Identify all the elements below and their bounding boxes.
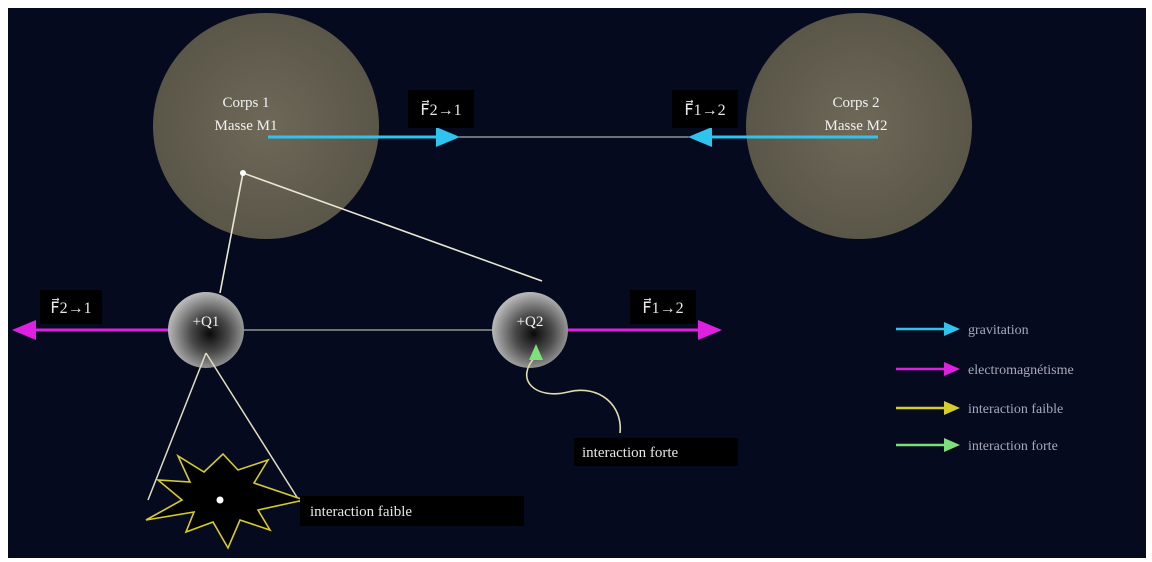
force-label-em-2-on-1: F⃗2→1 xyxy=(50,297,91,317)
weak-cone-left xyxy=(147,352,207,501)
em-arrowhead-on-q2 xyxy=(698,320,722,340)
body-1-name: Corps 1 xyxy=(222,95,269,111)
force-label-box-em2 xyxy=(40,290,102,324)
legend-arrow-forte xyxy=(944,438,960,452)
diagram-canvas: Corps 1 Masse M1 Corps 2 Masse M2 F⃗2→1 … xyxy=(8,8,1146,558)
link-line-body1-q2 xyxy=(242,172,543,282)
force-label-box-grav1 xyxy=(408,90,474,128)
strong-interaction-curve xyxy=(525,355,621,434)
legend-arrow-faible xyxy=(944,401,960,415)
charge-q1-sphere xyxy=(168,292,244,368)
body-1-mass: Masse M1 xyxy=(215,118,278,134)
weak-interaction-burst xyxy=(145,452,307,550)
charge-q2-sphere xyxy=(492,292,568,368)
strong-arrowhead xyxy=(529,344,543,360)
body-2-name: Corps 2 xyxy=(832,95,879,111)
force-label-box-em1 xyxy=(630,290,696,324)
legend-label-gravitation: gravitation xyxy=(968,323,1029,338)
weak-burst-core xyxy=(216,496,224,504)
body-2-mass: Masse M2 xyxy=(825,118,888,134)
force-label-grav-1-on-2: F⃗1→2 xyxy=(684,99,725,119)
force-label-em-1-on-2: F⃗1→2 xyxy=(642,297,683,317)
legend-arrow-electromagnetisme xyxy=(944,362,960,376)
legend-label-electromagnetisme: electromagnétisme xyxy=(968,363,1074,378)
annotation-interaction-forte: interaction forte xyxy=(582,445,679,461)
body-2-circle xyxy=(746,13,972,239)
link-line-body1-q1 xyxy=(219,172,244,294)
gravitation-arrowhead-on-body1 xyxy=(436,127,460,147)
legend-label-interaction-forte: interaction forte xyxy=(968,439,1058,454)
legend-arrow-gravitation xyxy=(944,322,960,336)
weak-cone-right xyxy=(205,352,301,503)
gravitation-arrowhead-on-body2 xyxy=(688,127,712,147)
annotation-box-faible xyxy=(300,496,524,526)
force-label-box-grav2 xyxy=(672,90,738,128)
annotation-box-forte xyxy=(574,438,738,466)
body-1-circle xyxy=(153,13,379,239)
forces-diagram: Corps 1 Masse M1 Corps 2 Masse M2 F⃗2→1 … xyxy=(12,13,1074,550)
em-arrowhead-on-q1 xyxy=(12,320,36,340)
legend-label-interaction-faible: interaction faible xyxy=(968,402,1063,417)
charge-q1-label: +Q1 xyxy=(193,314,220,330)
force-label-grav-2-on-1: F⃗2→1 xyxy=(420,99,461,119)
annotation-interaction-faible: interaction faible xyxy=(310,504,412,520)
charge-q2-label: +Q2 xyxy=(517,314,544,330)
link-node xyxy=(240,170,246,176)
